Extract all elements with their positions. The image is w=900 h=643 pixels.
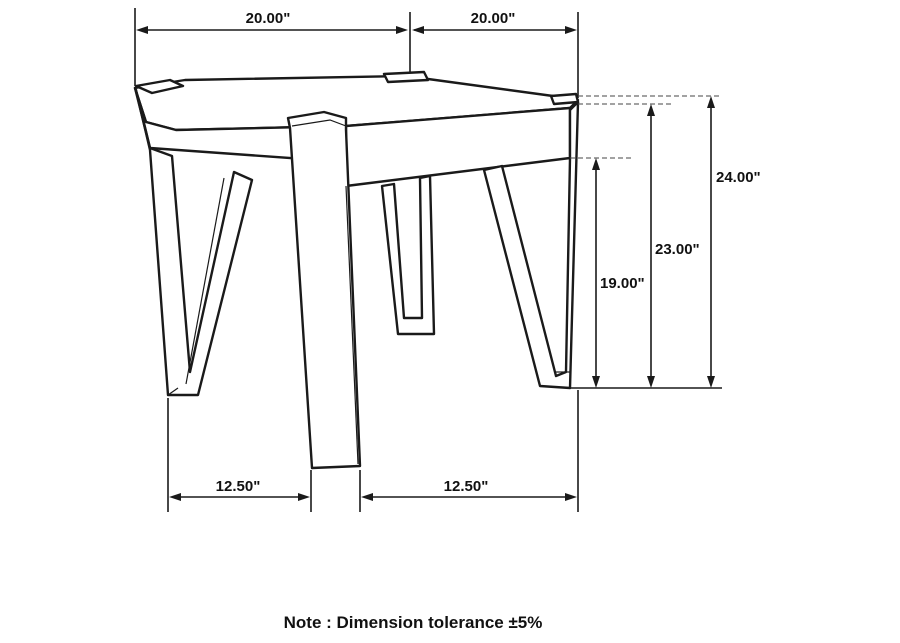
corner-block-back-center bbox=[382, 70, 430, 84]
base-right-label: 12.50" bbox=[444, 478, 489, 495]
overall-height-label: 24.00" bbox=[716, 169, 761, 186]
top-width-left-label: 20.00" bbox=[246, 10, 291, 27]
left-v-leg bbox=[134, 88, 254, 397]
apron-height-label: 19.00" bbox=[600, 275, 645, 292]
right-v-leg bbox=[482, 100, 580, 390]
tolerance-note: Note : Dimension tolerance ±5% bbox=[284, 613, 543, 632]
corner-block-right bbox=[549, 92, 580, 106]
front-corner-leg bbox=[286, 110, 362, 470]
top-width-right-label: 20.00" bbox=[471, 10, 516, 27]
base-left-label: 12.50" bbox=[216, 478, 261, 495]
top-height-label: 23.00" bbox=[655, 241, 700, 258]
table-top bbox=[133, 74, 580, 188]
back-center-leg bbox=[380, 174, 436, 336]
corner-block-back-left bbox=[134, 78, 185, 95]
